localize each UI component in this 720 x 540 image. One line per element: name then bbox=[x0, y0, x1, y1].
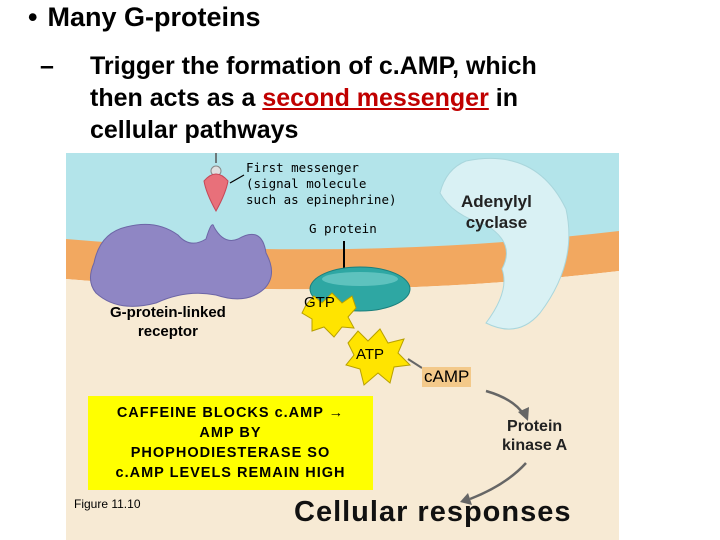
line2-before: then acts as a bbox=[90, 84, 263, 112]
sub-bullet-line-1: Trigger the formation of c.AMP, which bbox=[90, 52, 537, 80]
g-protein-label: G protein bbox=[309, 221, 377, 236]
protein-kinase-a-label: Protein kinase A bbox=[502, 418, 568, 454]
camp-label: cAMP bbox=[422, 367, 472, 387]
main-bullet: • Many G-proteins bbox=[28, 2, 260, 33]
signal-molecule-shape bbox=[203, 173, 229, 213]
sub-bullet: – Trigger the formation of c.AMP, which … bbox=[40, 50, 537, 146]
receptor-shape bbox=[90, 223, 272, 307]
gtp-burst-shape bbox=[301, 292, 357, 338]
sub-bullet-dash: – bbox=[40, 52, 54, 80]
receptor-label: G-protein-linked receptor bbox=[110, 304, 226, 340]
first-messenger-label: First messenger (signal molecule such as… bbox=[246, 160, 397, 207]
atp-label: ATP bbox=[356, 346, 385, 363]
second-messenger-term: second messenger bbox=[262, 84, 489, 112]
figure-label: Figure 11.10 bbox=[74, 497, 141, 511]
atp-burst-shape bbox=[345, 328, 412, 386]
caffeine-note: CAFFEINE BLOCKS c.AMP → AMP BY PHOPHODIE… bbox=[88, 396, 373, 490]
adenylyl-cyclase-shape bbox=[439, 157, 570, 330]
gtp-label: GTP bbox=[304, 294, 335, 311]
line2-after: in bbox=[488, 84, 518, 112]
bullet-text: Many G-proteins bbox=[47, 2, 261, 32]
adenylyl-cyclase-label: Adenylyl cyclase bbox=[461, 192, 532, 232]
bullet-dot: • bbox=[28, 2, 38, 32]
pka-to-response-arrow bbox=[469, 462, 527, 501]
first-messenger-pointer bbox=[229, 174, 245, 184]
cellular-responses-label: Cellular responses bbox=[294, 496, 572, 528]
sub-bullet-line-2: then acts as a second messenger in bbox=[40, 82, 537, 114]
sub-bullet-line-3: cellular pathways bbox=[90, 116, 299, 144]
camp-pathway-figure: First messenger (signal molecule such as… bbox=[66, 153, 619, 540]
